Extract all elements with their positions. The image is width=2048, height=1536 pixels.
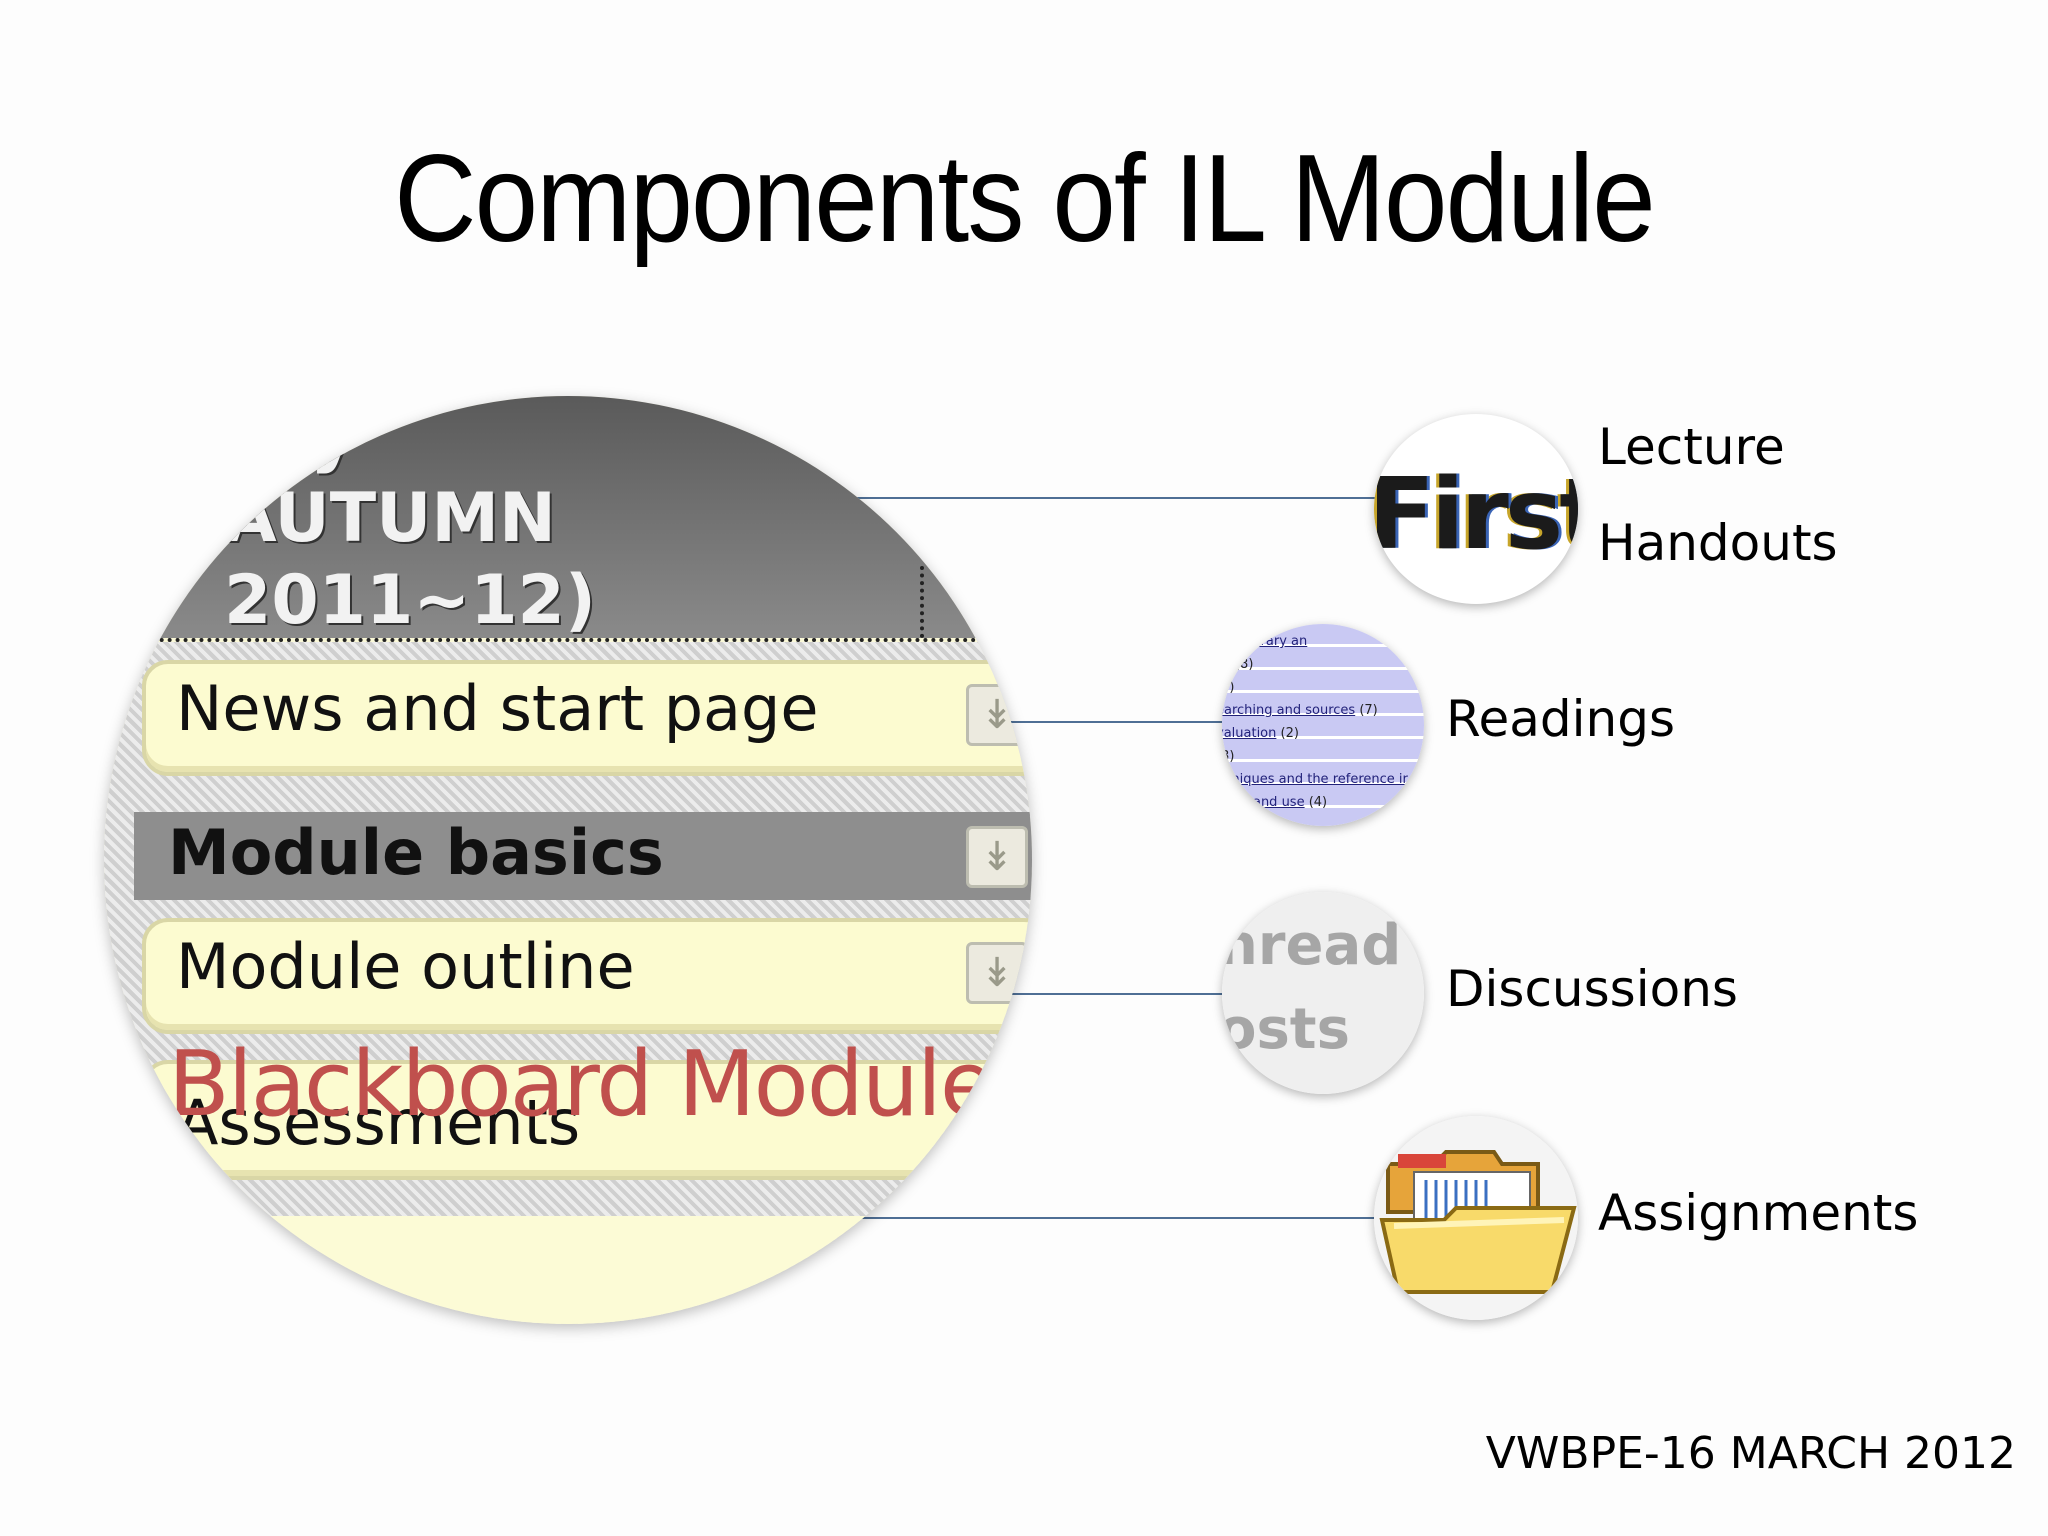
menu-bottom [104, 1216, 1032, 1324]
lecture-label: Lecture [1598, 418, 1785, 476]
module-header-text: acy AUTUMN 2011~12) [224, 397, 596, 640]
connector-discussions [1010, 993, 1236, 995]
list-item: chniques and the reference ir [1222, 772, 1408, 787]
readings-list-background [1222, 624, 1424, 826]
connector-readings [1010, 721, 1240, 723]
module-header: acy AUTUMN 2011~12) [104, 396, 1032, 640]
lecture-thumbnail: First [1374, 414, 1578, 604]
menu-item-assessments[interactable]: Assessments [142, 1060, 1032, 1180]
list-item: viour and use (4) [1222, 795, 1328, 810]
menu-item-label: News and start page [176, 672, 819, 745]
assignments-thumbnail [1374, 1116, 1578, 1320]
menu-item-label: Module basics [168, 816, 664, 889]
readings-label: Readings [1446, 690, 1676, 748]
slide-title: Components of IL Module [394, 130, 1656, 268]
connector-lecture [850, 497, 1380, 499]
header-border [104, 638, 1032, 642]
discussions-thumbnail-text: nread osts [1222, 913, 1402, 1062]
folder-icon [1379, 1150, 1577, 1294]
menu-item-label: Assessments [176, 1086, 581, 1159]
list-item: the Library an [1222, 634, 1308, 649]
slide-footer: VWBPE-16 MARCH 2012 [1485, 1428, 2016, 1479]
chevron-down-icon[interactable]: ↡ [966, 684, 1028, 746]
list-item: earching and sources (7) [1222, 703, 1378, 718]
chevron-down-icon[interactable]: ↡ [966, 826, 1028, 888]
list-item: (3) [1222, 749, 1235, 764]
connector-assignments [850, 1217, 1378, 1219]
readings-thumbnail: the Library an cy (8) (3) earching and s… [1222, 624, 1424, 826]
blackboard-module-label: Blackboard Module [168, 1032, 995, 1137]
menu-item-module-basics[interactable]: Module basics ↡ [134, 812, 1032, 900]
discussions-thumbnail: nread osts [1222, 892, 1424, 1094]
readings-list: the Library an cy (8) (3) earching and s… [1222, 630, 1408, 814]
header-divider [920, 566, 924, 638]
handouts-label: Handouts [1598, 514, 1838, 572]
list-item: (3) [1222, 680, 1235, 695]
discussions-label: Discussions [1446, 960, 1738, 1018]
assignments-label: Assignments [1598, 1184, 1919, 1242]
lecture-thumbnail-text: First [1374, 458, 1578, 572]
menu-item-module-outline[interactable]: Module outline ↡ [142, 918, 1032, 1034]
chevron-down-icon[interactable]: ↡ [966, 942, 1028, 1004]
blackboard-zoom-circle: acy AUTUMN 2011~12) News and start page … [104, 396, 1032, 1324]
menu-item-news[interactable]: News and start page ↡ [142, 660, 1032, 776]
discussions-thumbnail-background [1222, 892, 1424, 1094]
menu-item-label: Module outline [176, 930, 635, 1003]
list-item: valuation (2) [1222, 726, 1299, 741]
list-item: cy (8) [1222, 657, 1254, 672]
